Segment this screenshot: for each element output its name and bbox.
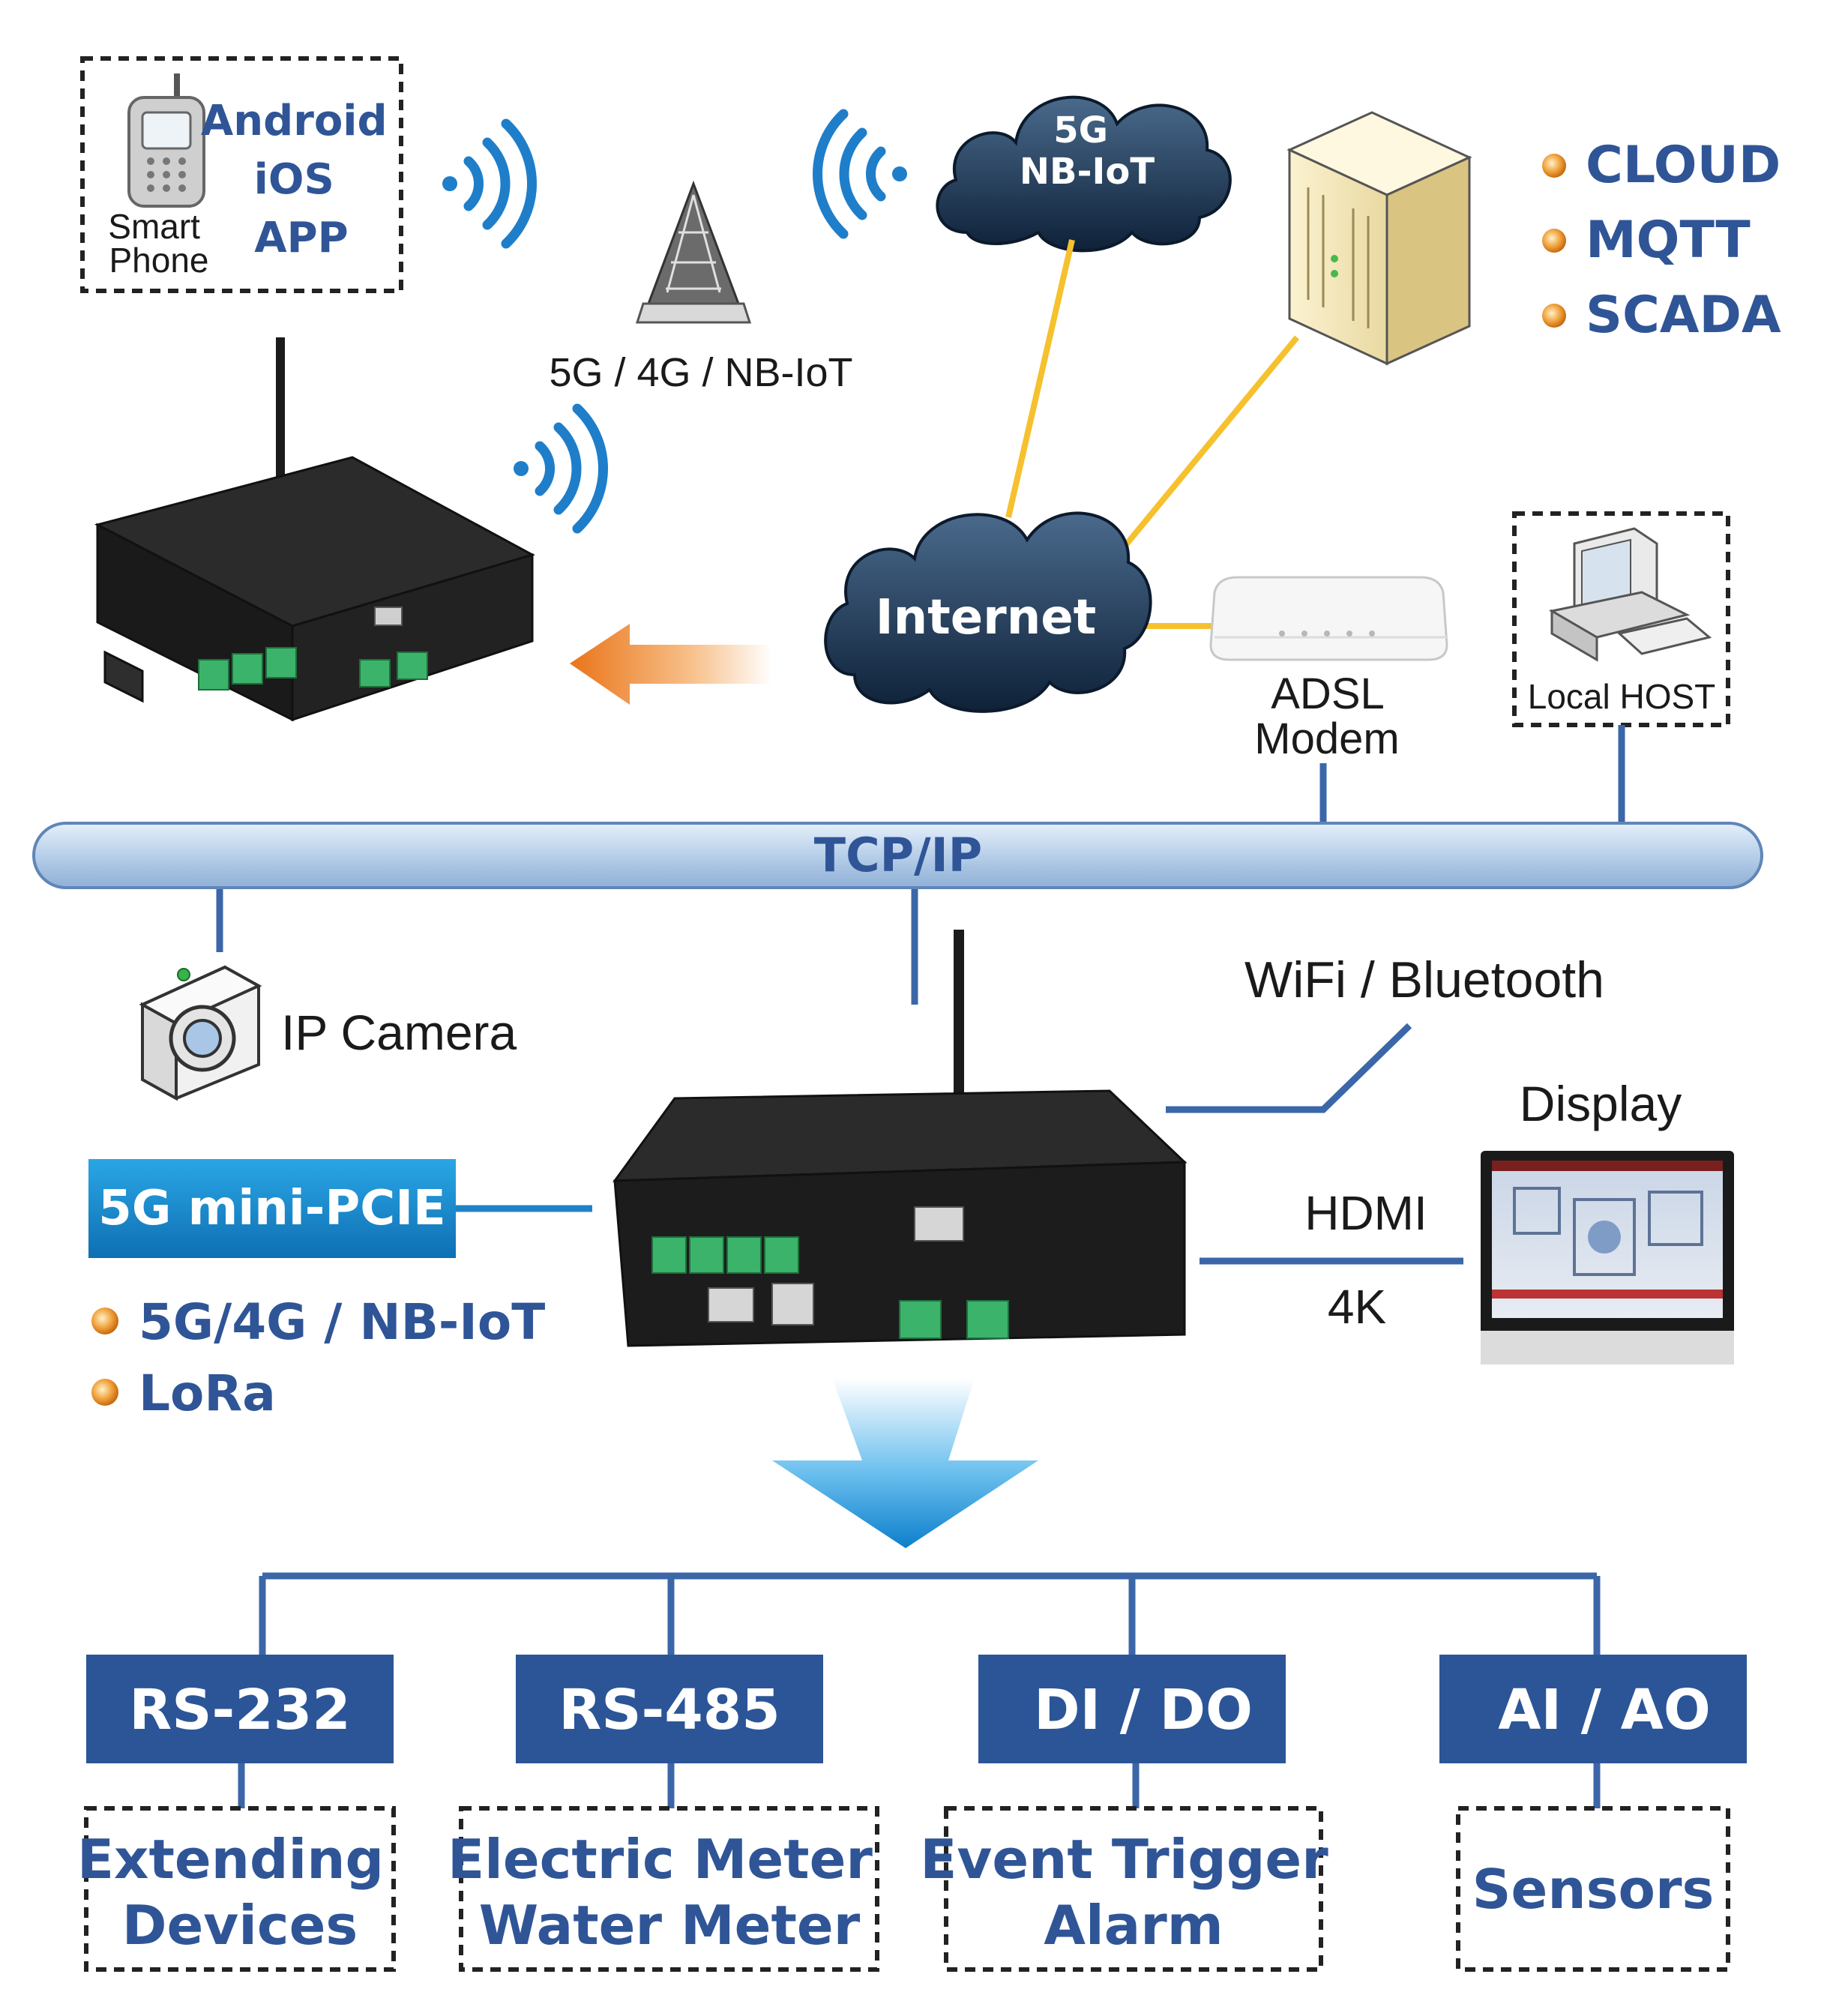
pcie-box bbox=[88, 1159, 456, 1258]
cell-tower-icon bbox=[635, 180, 752, 324]
bullet-icon bbox=[1542, 304, 1566, 328]
app-label: Android iOS APP bbox=[201, 97, 402, 262]
server-services-list: CLOUD MQTT SCADA bbox=[1542, 136, 1781, 345]
bullet-icon bbox=[91, 1379, 118, 1406]
device-label: Event Trigger Alarm bbox=[920, 1828, 1347, 1957]
bullet-icon bbox=[1542, 154, 1566, 178]
cloud-5g-icon: 5G NB-IoT bbox=[936, 95, 1232, 253]
interface-label: DI / DO bbox=[1034, 1678, 1253, 1742]
bullet-icon bbox=[91, 1308, 118, 1335]
bullet-icon bbox=[1542, 229, 1566, 253]
wifi-signal-icon-phone bbox=[442, 118, 537, 249]
device-label: Extending Devices bbox=[77, 1828, 403, 1957]
device-label: Sensors bbox=[1472, 1858, 1715, 1921]
tcpip-label: TCP/IP bbox=[814, 828, 982, 882]
interface-rs485: RS-485 Electric Meter Water Meter bbox=[448, 1655, 891, 1972]
local-host-label: Local HOST bbox=[1528, 677, 1716, 716]
wifi-bluetooth-line bbox=[1166, 1023, 1412, 1113]
smart-phone-label: Smart Phone bbox=[108, 207, 209, 280]
ip-camera-icon bbox=[139, 965, 262, 1101]
service-scada: SCADA bbox=[1586, 286, 1781, 345]
interface-label: AI / AO bbox=[1498, 1678, 1711, 1742]
interface-label: RS-232 bbox=[129, 1678, 350, 1742]
interface-aiao: AI / AO Sensors bbox=[1439, 1655, 1747, 1972]
pcie-module-group: 5G mini-PCIE 5G/4G / NB-IoT LoRa bbox=[88, 1159, 592, 1422]
hdmi-label: HDMI bbox=[1304, 1186, 1427, 1240]
wifi-signal-icon-cloud bbox=[813, 109, 907, 239]
gateway-device-top bbox=[94, 337, 535, 722]
adsl-modem-label: ADSL Modem bbox=[1254, 670, 1399, 763]
interface-rs232: RS-232 Extending Devices bbox=[77, 1655, 403, 1972]
tcpip-bus: TCP/IP bbox=[32, 822, 1763, 889]
display-label: Display bbox=[1520, 1076, 1682, 1131]
blue-down-arrow-icon bbox=[772, 1378, 1038, 1548]
module-5g: 5G/4G / NB-IoT bbox=[139, 1293, 545, 1351]
module-lora: LoRa bbox=[139, 1364, 276, 1422]
display-monitor-icon bbox=[1481, 1151, 1734, 1364]
pcie-label: 5G mini-PCIE bbox=[98, 1181, 445, 1236]
internet-label: Internet bbox=[876, 590, 1097, 646]
adsl-modem-icon bbox=[1209, 576, 1448, 661]
smart-phone-icon bbox=[127, 73, 205, 208]
tower-label: 5G / 4G / NB-IoT bbox=[549, 350, 852, 395]
interface-label: RS-485 bbox=[559, 1678, 780, 1742]
local-host-group: Local HOST bbox=[1512, 511, 1730, 727]
service-mqtt: MQTT bbox=[1586, 211, 1751, 270]
smart-phone-group: Smart Phone Android iOS APP bbox=[80, 56, 403, 293]
smart-phone-frame bbox=[80, 56, 403, 293]
device-label: Electric Meter Water Meter bbox=[448, 1828, 891, 1957]
interface-tree bbox=[238, 1572, 1601, 1808]
internet-links bbox=[1005, 239, 1300, 629]
server-icon bbox=[1286, 111, 1472, 366]
interface-dido: DI / DO Event Trigger Alarm bbox=[920, 1655, 1347, 1972]
ip-camera-label: IP Camera bbox=[281, 1005, 517, 1060]
resolution-label: 4K bbox=[1328, 1280, 1386, 1334]
bus-connectors bbox=[216, 725, 1625, 1005]
cloud-5g-label: 5G NB-IoT bbox=[1020, 109, 1155, 193]
wifi-signal-icon-gateway bbox=[514, 403, 608, 534]
gateway-device-main bbox=[612, 930, 1188, 1347]
wifi-bluetooth-label: WiFi / Bluetooth bbox=[1244, 951, 1604, 1008]
desktop-computer-icon bbox=[1548, 527, 1712, 662]
service-cloud: CLOUD bbox=[1586, 136, 1781, 195]
orange-left-arrow-icon bbox=[570, 624, 772, 705]
internet-cloud-icon: Internet bbox=[824, 511, 1152, 713]
